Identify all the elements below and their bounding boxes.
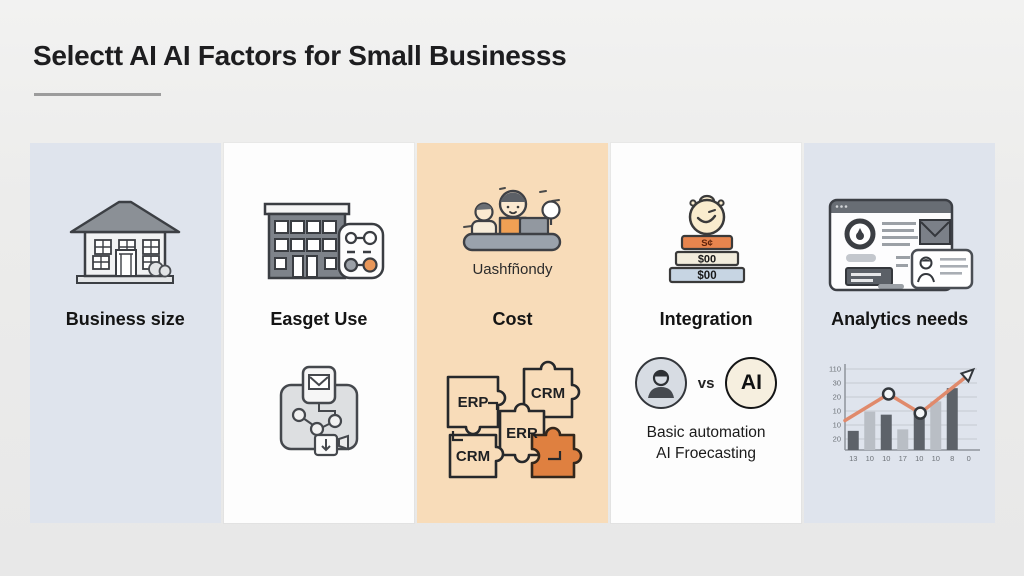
cost-caption: Uashfñondy <box>472 261 553 278</box>
svg-text:13: 13 <box>849 454 857 463</box>
building-settings-icon <box>263 202 385 280</box>
workflow-automation-icon <box>279 365 359 457</box>
puzzle-label-crm-bottom: CRM <box>456 448 490 465</box>
money-bar-label-1: S¢ <box>701 238 713 249</box>
svg-text:10: 10 <box>882 454 890 463</box>
svg-text:20: 20 <box>832 435 840 444</box>
orange-puzzle-piece <box>531 426 583 479</box>
svg-text:30: 30 <box>832 379 840 388</box>
integration-notes: Basic automation AI Froecasting <box>647 422 766 465</box>
puzzle-pieces-icon: ERP CRM ERR CRM <box>447 360 583 479</box>
puzzle-label-crm-top: CRM <box>531 385 565 402</box>
puzzle-label-erp: ERP <box>458 394 489 411</box>
piggy-bank-money-stack-icon: S¢ $00 $00 <box>668 194 746 284</box>
office-house-icon <box>70 200 181 284</box>
svg-text:20: 20 <box>832 393 840 402</box>
id-card-icon <box>910 248 973 290</box>
column-label-ease-of-use: Easget Use <box>270 309 368 329</box>
column-label-integration: Integration <box>659 309 753 329</box>
svg-text:8: 8 <box>950 454 954 463</box>
dashboard-window-icon <box>828 198 973 292</box>
page-title: Selectt AI AI Factors for Small Business… <box>33 40 567 71</box>
note-line-1: Basic automation <box>646 424 766 441</box>
column-cost: Uashfñondy Cost ERP CRM <box>417 143 608 523</box>
vs-label: vs <box>697 374 715 392</box>
svg-text:10: 10 <box>832 421 840 430</box>
money-bar-label-3: $00 <box>697 270 716 282</box>
column-label-analytics-needs: Analytics needs <box>831 309 969 329</box>
title-underline <box>34 93 161 96</box>
mini-bar-chart: 110 30 20 10 10 20 13 10 10 17 10 10 8 0 <box>829 364 980 463</box>
money-bar-label-2: $00 <box>698 254 716 266</box>
svg-text:17: 17 <box>898 454 906 463</box>
svg-text:0: 0 <box>966 454 970 463</box>
column-integration: S¢ $00 $00 Integration vs AI <box>610 143 802 523</box>
column-label-cost: Cost <box>492 309 533 329</box>
svg-text:10: 10 <box>865 454 873 463</box>
svg-text:10: 10 <box>915 454 923 463</box>
puzzle-label-err: ERR <box>507 425 539 442</box>
human-avatar-icon <box>634 357 687 409</box>
note-line-2: AI Froecasting <box>656 445 757 463</box>
svg-text:10: 10 <box>931 454 939 463</box>
factor-columns: Business size <box>30 143 995 523</box>
column-ease-of-use: Easget Use <box>223 143 415 523</box>
svg-text:110: 110 <box>829 365 841 374</box>
team-working-icon <box>463 187 562 252</box>
human-vs-ai-icon: vs AI <box>634 357 778 409</box>
svg-text:10: 10 <box>832 407 840 416</box>
ai-badge: AI <box>725 357 778 409</box>
column-label-business-size: Business size <box>65 309 185 329</box>
column-business-size: Business size <box>30 143 221 523</box>
